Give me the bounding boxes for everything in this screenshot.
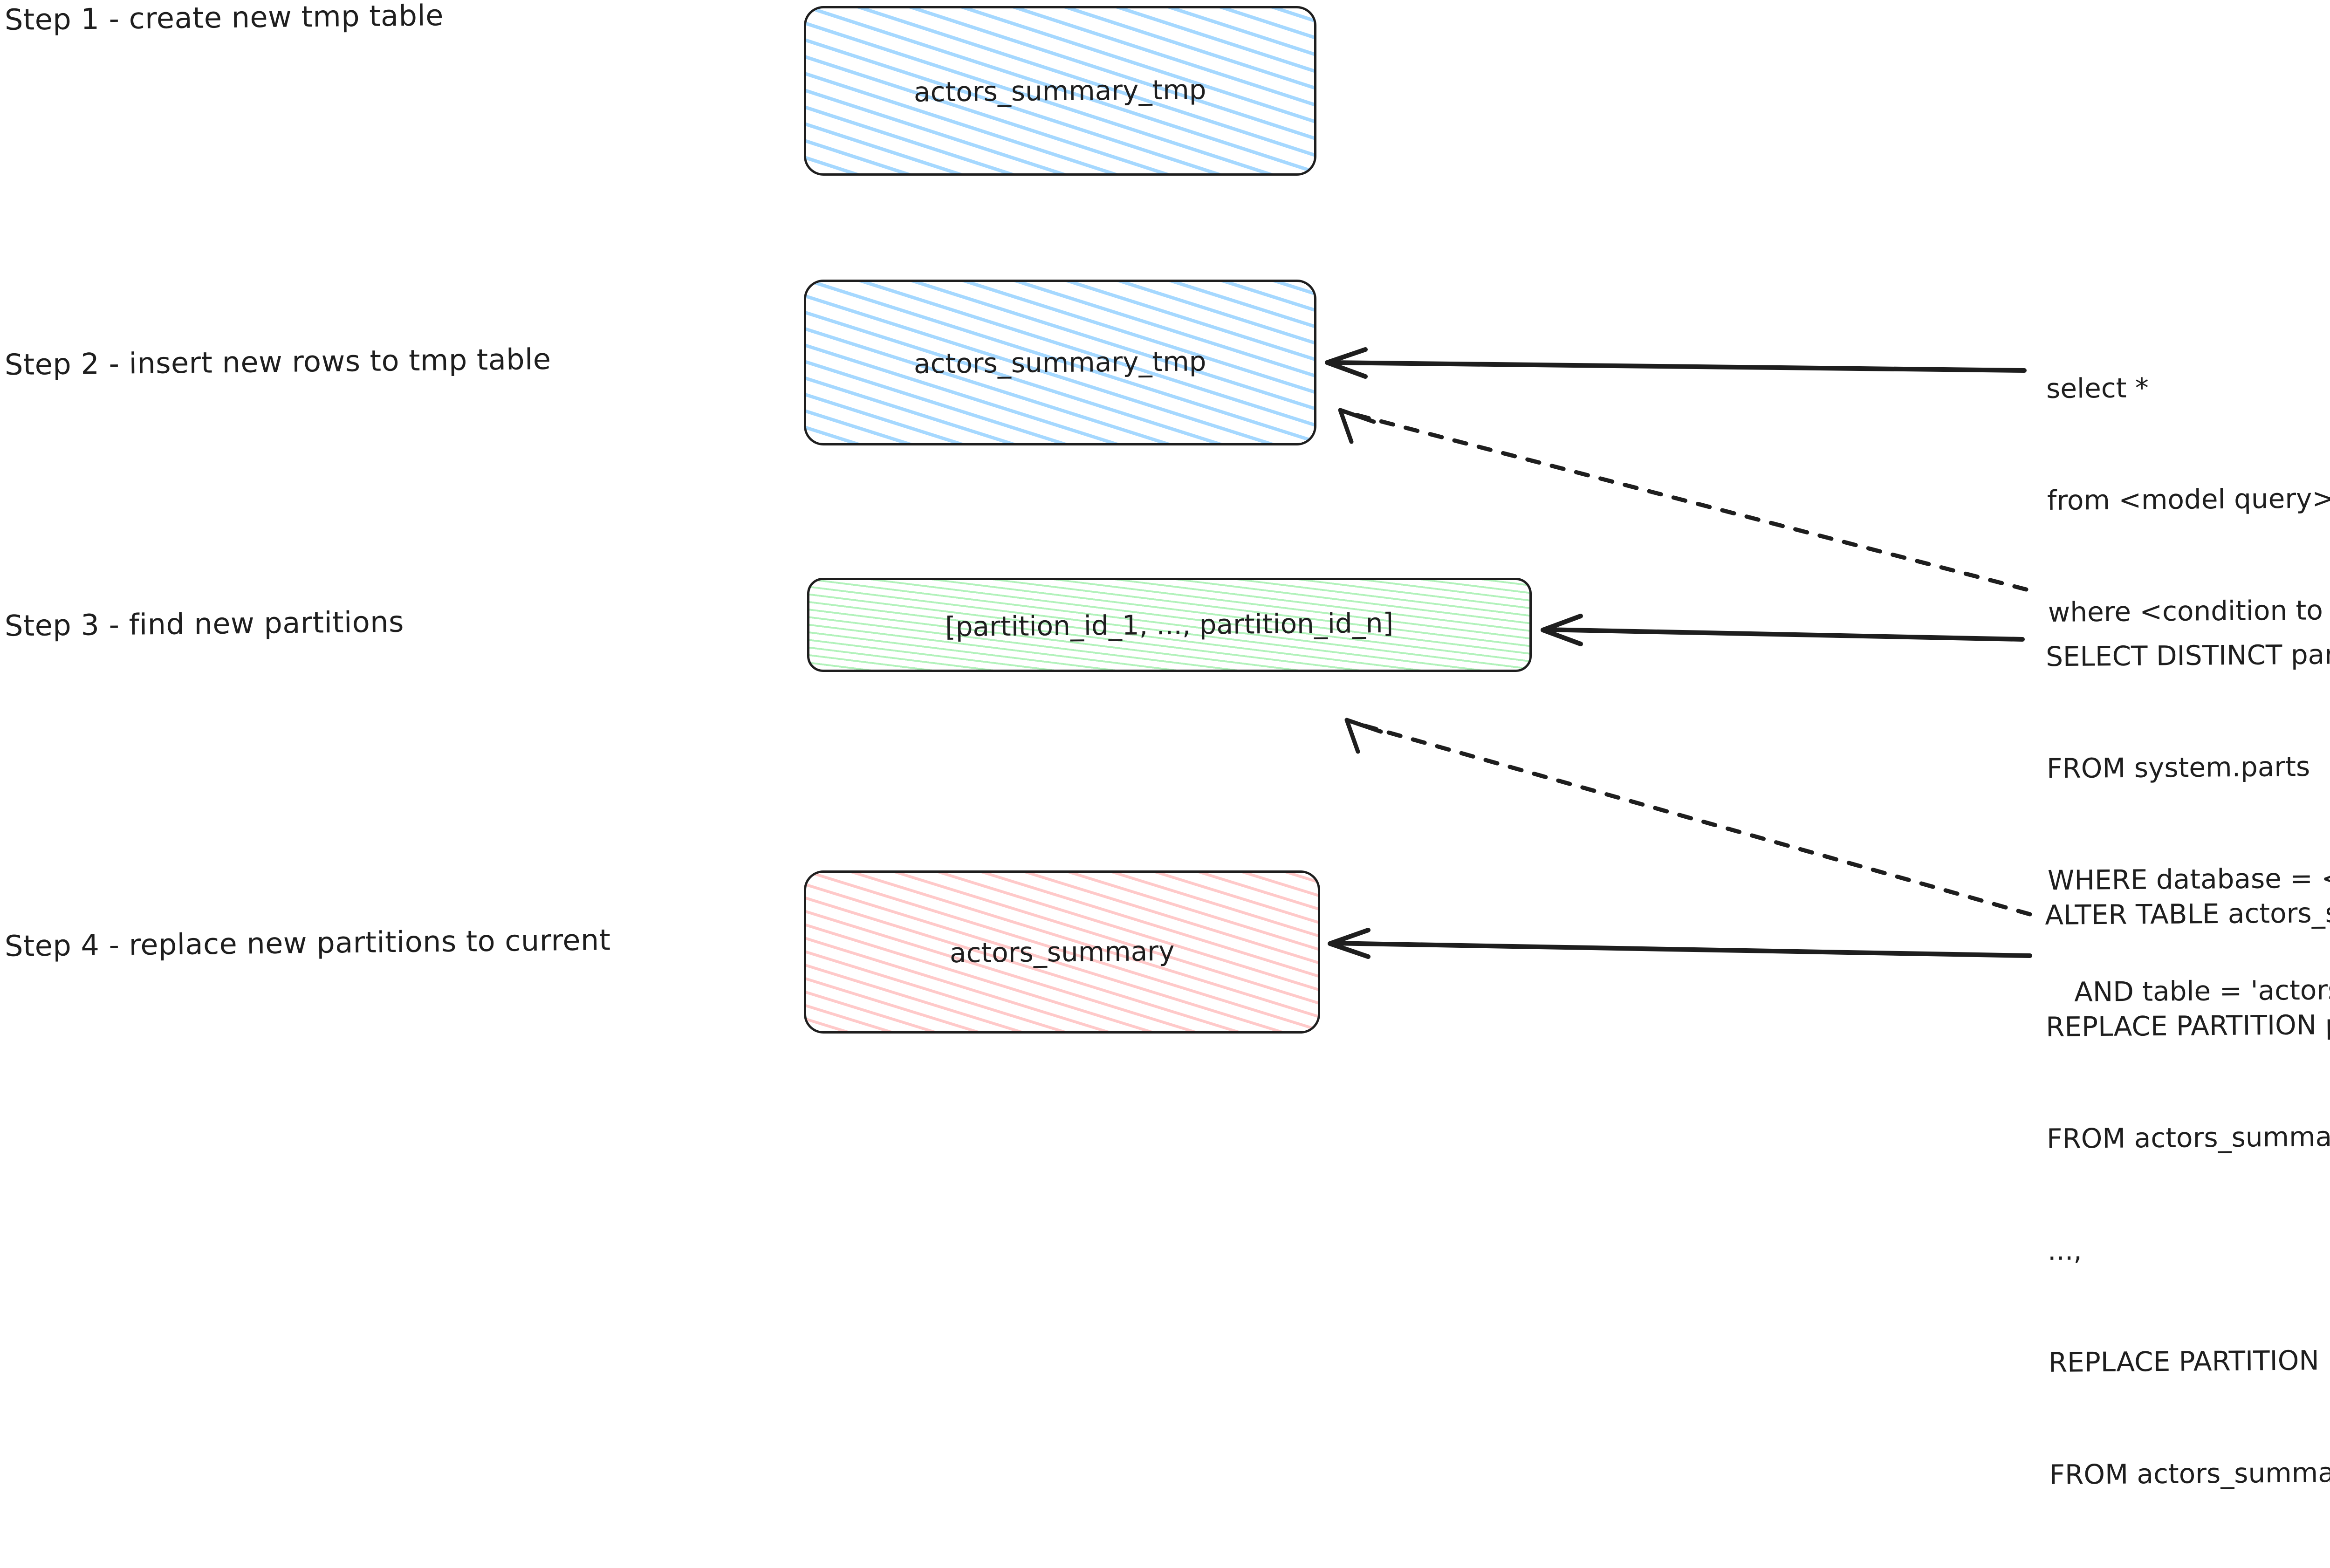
sql-line: SELECT DISTINCT partition_id bbox=[2045, 637, 2330, 673]
sql-line: FROM actors_summary_tmp, bbox=[2046, 1120, 2330, 1155]
sql-line: FROM system.parts bbox=[2046, 751, 2310, 785]
sql-line: FROM actors_summary_tmp, bbox=[2049, 1455, 2330, 1491]
node-actors-summary-tmp-2[interactable]: actors_summary_tmp bbox=[804, 280, 1316, 445]
sql-line: ..., bbox=[2047, 1234, 2082, 1267]
edge-sql-step4-to-partitions bbox=[1344, 718, 2032, 917]
sql-line: REPLACE PARTITION partition_id_n bbox=[2048, 1343, 2330, 1379]
sql-line: select * bbox=[2046, 372, 2149, 405]
step-label-3: Step 3 - find new partitions bbox=[4, 604, 404, 643]
sql-line: ALTER TABLE actors_summary bbox=[2045, 896, 2330, 931]
edge-sql-step2-to-tmp-table bbox=[1325, 347, 2027, 379]
sql-line: from <model query> bbox=[2047, 482, 2330, 517]
step-label-4: Step 4 - replace new partitions to curre… bbox=[4, 923, 611, 963]
node-actors-summary-tmp-1[interactable]: actors_summary_tmp bbox=[804, 6, 1316, 176]
node-label: actors_summary_tmp bbox=[913, 345, 1207, 380]
step-label-2: Step 2 - insert new rows to tmp table bbox=[4, 342, 551, 382]
node-label: actors_summary_tmp bbox=[913, 74, 1207, 108]
sql-line: REPLACE PARTITION partition_id_1 bbox=[2045, 1007, 2330, 1043]
node-label: actors_summary bbox=[949, 935, 1175, 969]
node-partition-id-list[interactable]: [partition_id_1, ..., partition_id_n] bbox=[807, 578, 1532, 672]
edge-sql-step4-to-actors-summary bbox=[1328, 928, 2032, 959]
diagram-canvas: Step 1 - create new tmp table Step 2 - i… bbox=[4, 0, 2330, 1490]
sql-block-step4: ALTER TABLE actors_summary REPLACE PARTI… bbox=[2044, 818, 2330, 1568]
node-label: [partition_id_1, ..., partition_id_n] bbox=[945, 607, 1394, 643]
edge-sql-step3-to-tmp-table bbox=[1338, 408, 2028, 592]
edge-sql-step3-to-partitions bbox=[1541, 614, 2025, 646]
step-label-1: Step 1 - create new tmp table bbox=[4, 0, 444, 37]
node-actors-summary[interactable]: actors_summary bbox=[804, 870, 1320, 1034]
